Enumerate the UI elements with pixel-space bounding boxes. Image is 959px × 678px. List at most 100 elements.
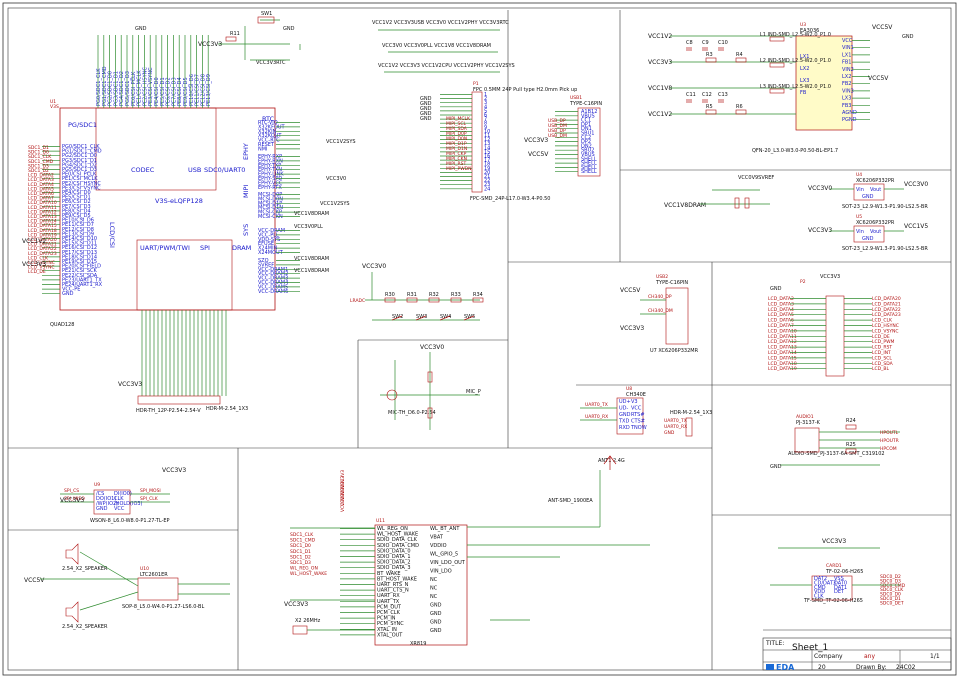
soc-right-pin: VCC-DRAM1 — [258, 267, 288, 273]
ch340-net: UART0_RX — [585, 414, 608, 420]
flash-pin: /HOLD(IO3) — [114, 501, 143, 507]
soc-right-pins: RTC-VIOX32KFOUTX32KINX32KOUTVCC-RTCRESET… — [258, 120, 356, 295]
drawn-value: 24C02 — [896, 664, 916, 671]
tf-net: SDC0_D1 — [880, 596, 901, 602]
fpc-pin: 21 — [484, 174, 490, 180]
soc-right-pin: MCSI-D0P — [258, 192, 282, 198]
soc-top-pin: PG4/SDC1_D2 — [119, 71, 125, 106]
wifi-right-pin: VBAT — [430, 535, 444, 541]
pmic-rail: VCC1V8 — [648, 85, 672, 92]
section-dividers — [8, 10, 951, 670]
soc-top-pin: PE3/CSI_VSYNC — [148, 67, 154, 106]
lcd-net-left: LCD_DATA19 — [768, 366, 797, 372]
lcd-net-left: LCD_DATA13 — [768, 345, 797, 351]
soc-left-net: LCD_DATA4 — [28, 182, 54, 188]
pmic-pin: VCC — [842, 38, 853, 44]
flash-pin: GND — [96, 506, 108, 512]
soc-section-uart: UART/PWM/TWI — [140, 244, 190, 252]
soc-left-net: LCD_DATA18 — [28, 228, 57, 234]
tf-pin: DAT1 — [834, 585, 847, 591]
soc-top-pin: PE11/CSI_D7 — [195, 74, 201, 106]
audio-jack: AUDIO1 PJ-3137-K AUDIO-SMD_PJ-3137-6A SM… — [770, 414, 900, 470]
ladder-res: R32 — [429, 292, 439, 298]
soc-left-net: LCD_DATA11 — [28, 205, 57, 211]
pmic-body — [795, 35, 853, 131]
usb1-pin: CC2 — [581, 135, 591, 141]
soc-right-pin: EPHY-LINK — [258, 172, 284, 178]
soc-vcc1v2-left: VCC1V2 — [22, 238, 46, 245]
soc-left-pin: PG1/SDC1_CMD — [62, 149, 102, 155]
usb1-net: USB_DM — [548, 123, 567, 129]
flash-pin: VCC — [114, 506, 125, 512]
soc-right-pin: VCC-DRAM2 — [258, 271, 288, 277]
tf-pin: CD/DAT3 — [814, 580, 836, 586]
wifi-top-rail: VCC3V3 — [340, 476, 346, 494]
fpc-pin: 19 — [484, 166, 490, 172]
ldo-pin: Vin — [856, 229, 864, 235]
lcd-net-left: LCD_DATA7 — [768, 323, 794, 329]
power-row-3: VCC1V2 VCC3V3 VCC1V2CPU VCC1V2PHY VCC1V2… — [378, 63, 515, 69]
lcd-net-right: LCD_PWM — [872, 339, 895, 345]
ladder-res: R30 — [385, 292, 395, 298]
soc-section-sys: SYS — [242, 224, 250, 236]
soc-right-pin: SZQ — [258, 258, 269, 264]
soc-left-pin: PE16/CSI_D12 — [62, 245, 97, 251]
pmic-left-pin: LX1 — [800, 54, 809, 60]
soc-left-net: LCD_DATA5 — [28, 186, 54, 192]
wifi-left-pin: BT_WAKE — [377, 571, 401, 577]
lcd-net-right: LCD_BL — [872, 366, 889, 372]
soc-right-pin: X32KOUT — [258, 133, 282, 139]
lcd-net-left: LCD_DATA15 — [768, 355, 797, 361]
soc-right-pin: X24MOUT — [258, 250, 284, 256]
audio-package: AUDIO-SMD_PJ-3137-6A SMT_C319102 — [788, 451, 885, 457]
soc-left-net: LCD_DATA2 — [28, 173, 54, 179]
tf-package: TF-SMD_TF-02-06-H265 — [803, 598, 863, 604]
pmic-rail: VCC1V2 — [648, 33, 672, 40]
usb2-part: TYPE-C16PIN — [655, 280, 688, 286]
pmic-cap: C10 — [718, 40, 728, 46]
soc-right-pin: RESET — [258, 142, 275, 148]
soc-left-net: LCD_VSYNC — [28, 265, 55, 271]
tf-pin: CLK — [814, 594, 824, 600]
pmic-vcc5v: VCC5V — [872, 24, 893, 31]
vref-r2 — [744, 197, 750, 209]
soc-left-pin: PG0/SDC1_CLK — [62, 144, 100, 150]
fpc-pin: 22 — [484, 178, 490, 184]
soc-rail-right: VCC1V2SYS — [326, 139, 356, 145]
wifi-right-pin: NC — [430, 594, 438, 600]
soc-right-pin: MCSI-D0N — [258, 196, 283, 202]
gnd-label-top: GND — [135, 26, 147, 32]
tf-pin: VSS — [834, 576, 844, 582]
pmic-cap: C12 — [702, 92, 712, 98]
audio-net: HPOUTL — [880, 430, 899, 436]
wifi-left-pin: BT_HOST_WAKE — [377, 576, 417, 582]
ladder-res: R34 — [473, 292, 483, 298]
ladder-switch: SW3 — [416, 314, 427, 320]
soc-right-pin: EPHY-TXP — [258, 163, 281, 169]
fpc-pin: 3 — [484, 100, 487, 106]
ldo-out: VCC3V0 — [904, 181, 928, 188]
lcd-connector: P2 LCD_DATA2LCD_DATA3LCD_DATA4LCD_DATA5L… — [768, 274, 901, 377]
soc-right-pin: VCC-DRAM4 — [258, 280, 288, 286]
spi-flash: U9 WSON-8_L6.0-W8.0-P1.27-TL-EP VCC3V3 /… — [60, 467, 186, 524]
lcd-net-right: LCD_HSYNC — [872, 323, 899, 329]
audio-net: HPCOM — [880, 446, 897, 452]
soc-top-pin: PE12/CSI_D8 — [200, 74, 206, 106]
ch340-header-body — [685, 417, 693, 437]
pmic-ref: U3 — [800, 22, 806, 28]
soc-left-pin: PE17/CSI_D13 — [62, 250, 97, 256]
soc-left-net: SDC1_D3 — [28, 163, 49, 169]
res-body — [845, 424, 857, 430]
reset-rail: VCC3V0 — [420, 344, 444, 351]
pmic-left-pin: LX2 — [800, 66, 809, 72]
soc-right-pin: VCC-DRAM5 — [258, 284, 288, 290]
wifi-left-pin: UART_RTS_N — [377, 582, 409, 588]
pmic-res: R3 — [706, 52, 713, 58]
lcd-net-left: LCD_DATA14 — [768, 350, 797, 356]
soc-top-pin: PE7/CSI_D3 — [171, 77, 177, 106]
fpc-pin: 13 — [484, 141, 490, 147]
ldo-body — [853, 225, 885, 243]
